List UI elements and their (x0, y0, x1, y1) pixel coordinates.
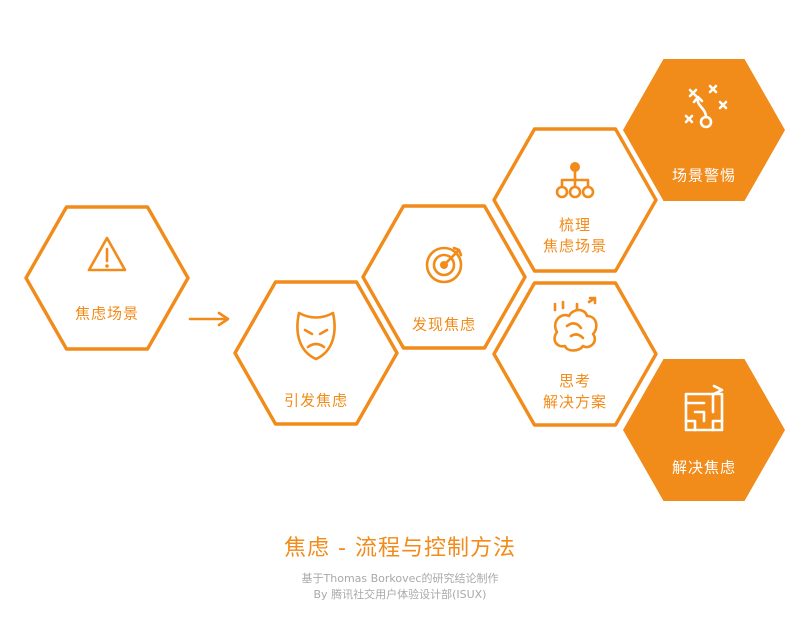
hexagon-solve-anxiety (623, 359, 785, 501)
hexagon-detect-anxiety (361, 204, 527, 350)
hexagon-label-line: 发现焦虑 (411, 315, 477, 334)
maze-icon (684, 384, 724, 432)
tragedy-mask-icon (296, 311, 336, 361)
hexagon-label-line: 引发焦虑 (283, 391, 349, 410)
hexagon-label-detect-anxiety: 发现焦虑 (412, 315, 476, 336)
hierarchy-icon (555, 162, 595, 199)
hexagon-label-think-solutions: 思考解决方案 (543, 371, 607, 413)
warning-icon (87, 236, 127, 272)
hexagon-think-solutions (492, 281, 658, 427)
strategy-play-icon (684, 84, 728, 129)
hexagon-scene-alert (623, 59, 785, 201)
hexagon-label-line: 焦虑场景 (542, 237, 608, 255)
hexagon-label-scene-alert: 场景警惕 (672, 166, 736, 187)
diagram-title: 焦虑 - 流程与控制方法 (284, 536, 516, 561)
hexagon-label-line: 梳理 (558, 216, 592, 234)
hexagon-label-solve-anxiety: 解决焦虑 (672, 458, 736, 479)
hexagon-label-line: 思考 (558, 372, 592, 390)
hexagon-label-line: 解决方案 (542, 393, 608, 411)
arrow-right-icon (188, 311, 230, 327)
brain-icon (553, 296, 598, 352)
hexagon-label-line: 焦虑场景 (74, 304, 140, 323)
hexagon-label-scene-anxiety: 焦虑场景 (75, 304, 139, 325)
hexagon-label-sort-scenes: 梳理焦虑场景 (543, 215, 607, 257)
target-icon (425, 246, 463, 284)
hexagon-sort-scenes (492, 127, 658, 273)
hexagon-label-line: 解决焦虑 (671, 458, 737, 477)
hexagon-label-line: 场景警惕 (671, 166, 737, 185)
hexagon-trigger-anxiety (233, 280, 399, 426)
hexagon-scene-anxiety (24, 205, 190, 351)
credit-line-2: By 腾讯社交用户体验设计部(ISUX) (313, 588, 487, 601)
hexagon-label-trigger-anxiety: 引发焦虑 (284, 391, 348, 412)
credit-line-1: 基于Thomas Borkovec的研究结论制作 (301, 572, 499, 585)
